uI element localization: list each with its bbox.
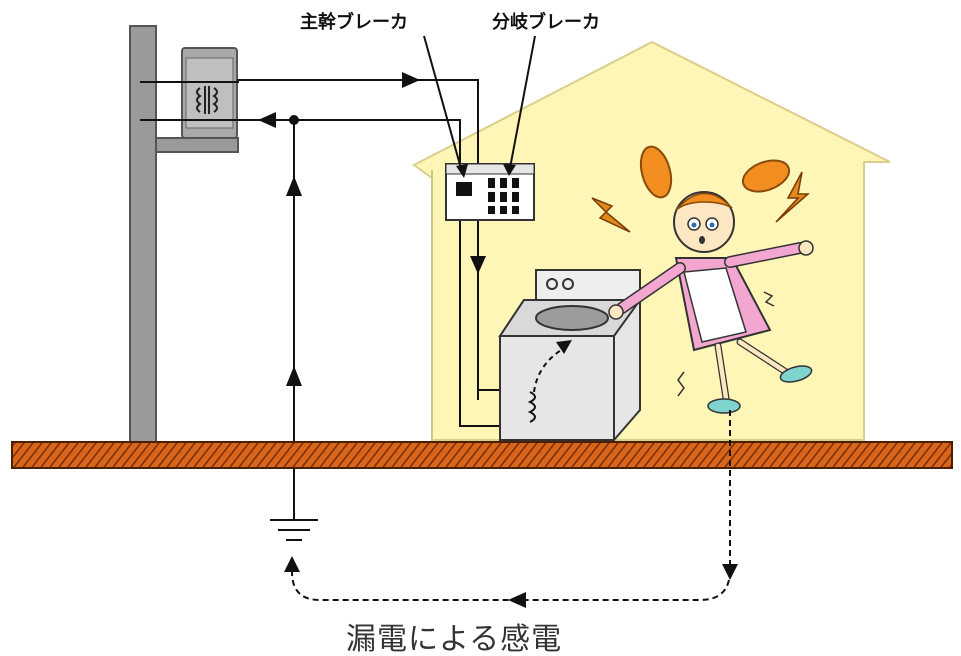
washer-lid	[535, 305, 609, 331]
arrow-left-icon	[258, 112, 276, 128]
breaker-panel	[445, 163, 535, 221]
shoe-right	[779, 365, 813, 383]
ground-surface	[11, 441, 953, 469]
earth-ground-icon	[270, 519, 318, 541]
leak-arrow-icon	[556, 340, 572, 354]
label-pointers	[423, 35, 536, 173]
diagram-caption: 漏電による感電	[346, 622, 563, 656]
lightning-bolt-icon	[591, 197, 631, 233]
lightning-bolt-icon	[775, 171, 810, 223]
pole-crossarm	[155, 137, 239, 153]
main-breaker-switch	[456, 182, 472, 196]
arrow-up-icon	[286, 366, 302, 386]
hair-right	[741, 159, 791, 193]
arrow-up-icon	[284, 556, 300, 572]
arrow-up-icon	[286, 176, 302, 196]
arrow-down-icon	[470, 256, 486, 274]
branch-breaker-label: 分岐ブレーカ	[492, 12, 600, 33]
main-breaker-label: 主幹ブレーカ	[300, 12, 408, 33]
wire-junction	[289, 115, 299, 125]
pointer-arrowhead	[503, 164, 516, 176]
arrow-left-icon	[508, 592, 526, 608]
current-arrows	[258, 72, 486, 386]
transformer-icon	[181, 47, 238, 139]
arrow-right-icon	[402, 72, 420, 88]
pointer-arrowhead	[456, 164, 468, 178]
hair-left	[639, 145, 673, 199]
shocked-person	[608, 145, 814, 414]
house-wall	[412, 40, 891, 441]
arrow-down-icon	[722, 564, 738, 580]
shoe-left	[707, 398, 741, 414]
house	[412, 40, 891, 441]
washing-machine	[498, 269, 642, 441]
pole-shaft	[129, 25, 157, 443]
ground-leakage-path	[291, 410, 731, 601]
branch-breaker-switches	[488, 178, 519, 214]
